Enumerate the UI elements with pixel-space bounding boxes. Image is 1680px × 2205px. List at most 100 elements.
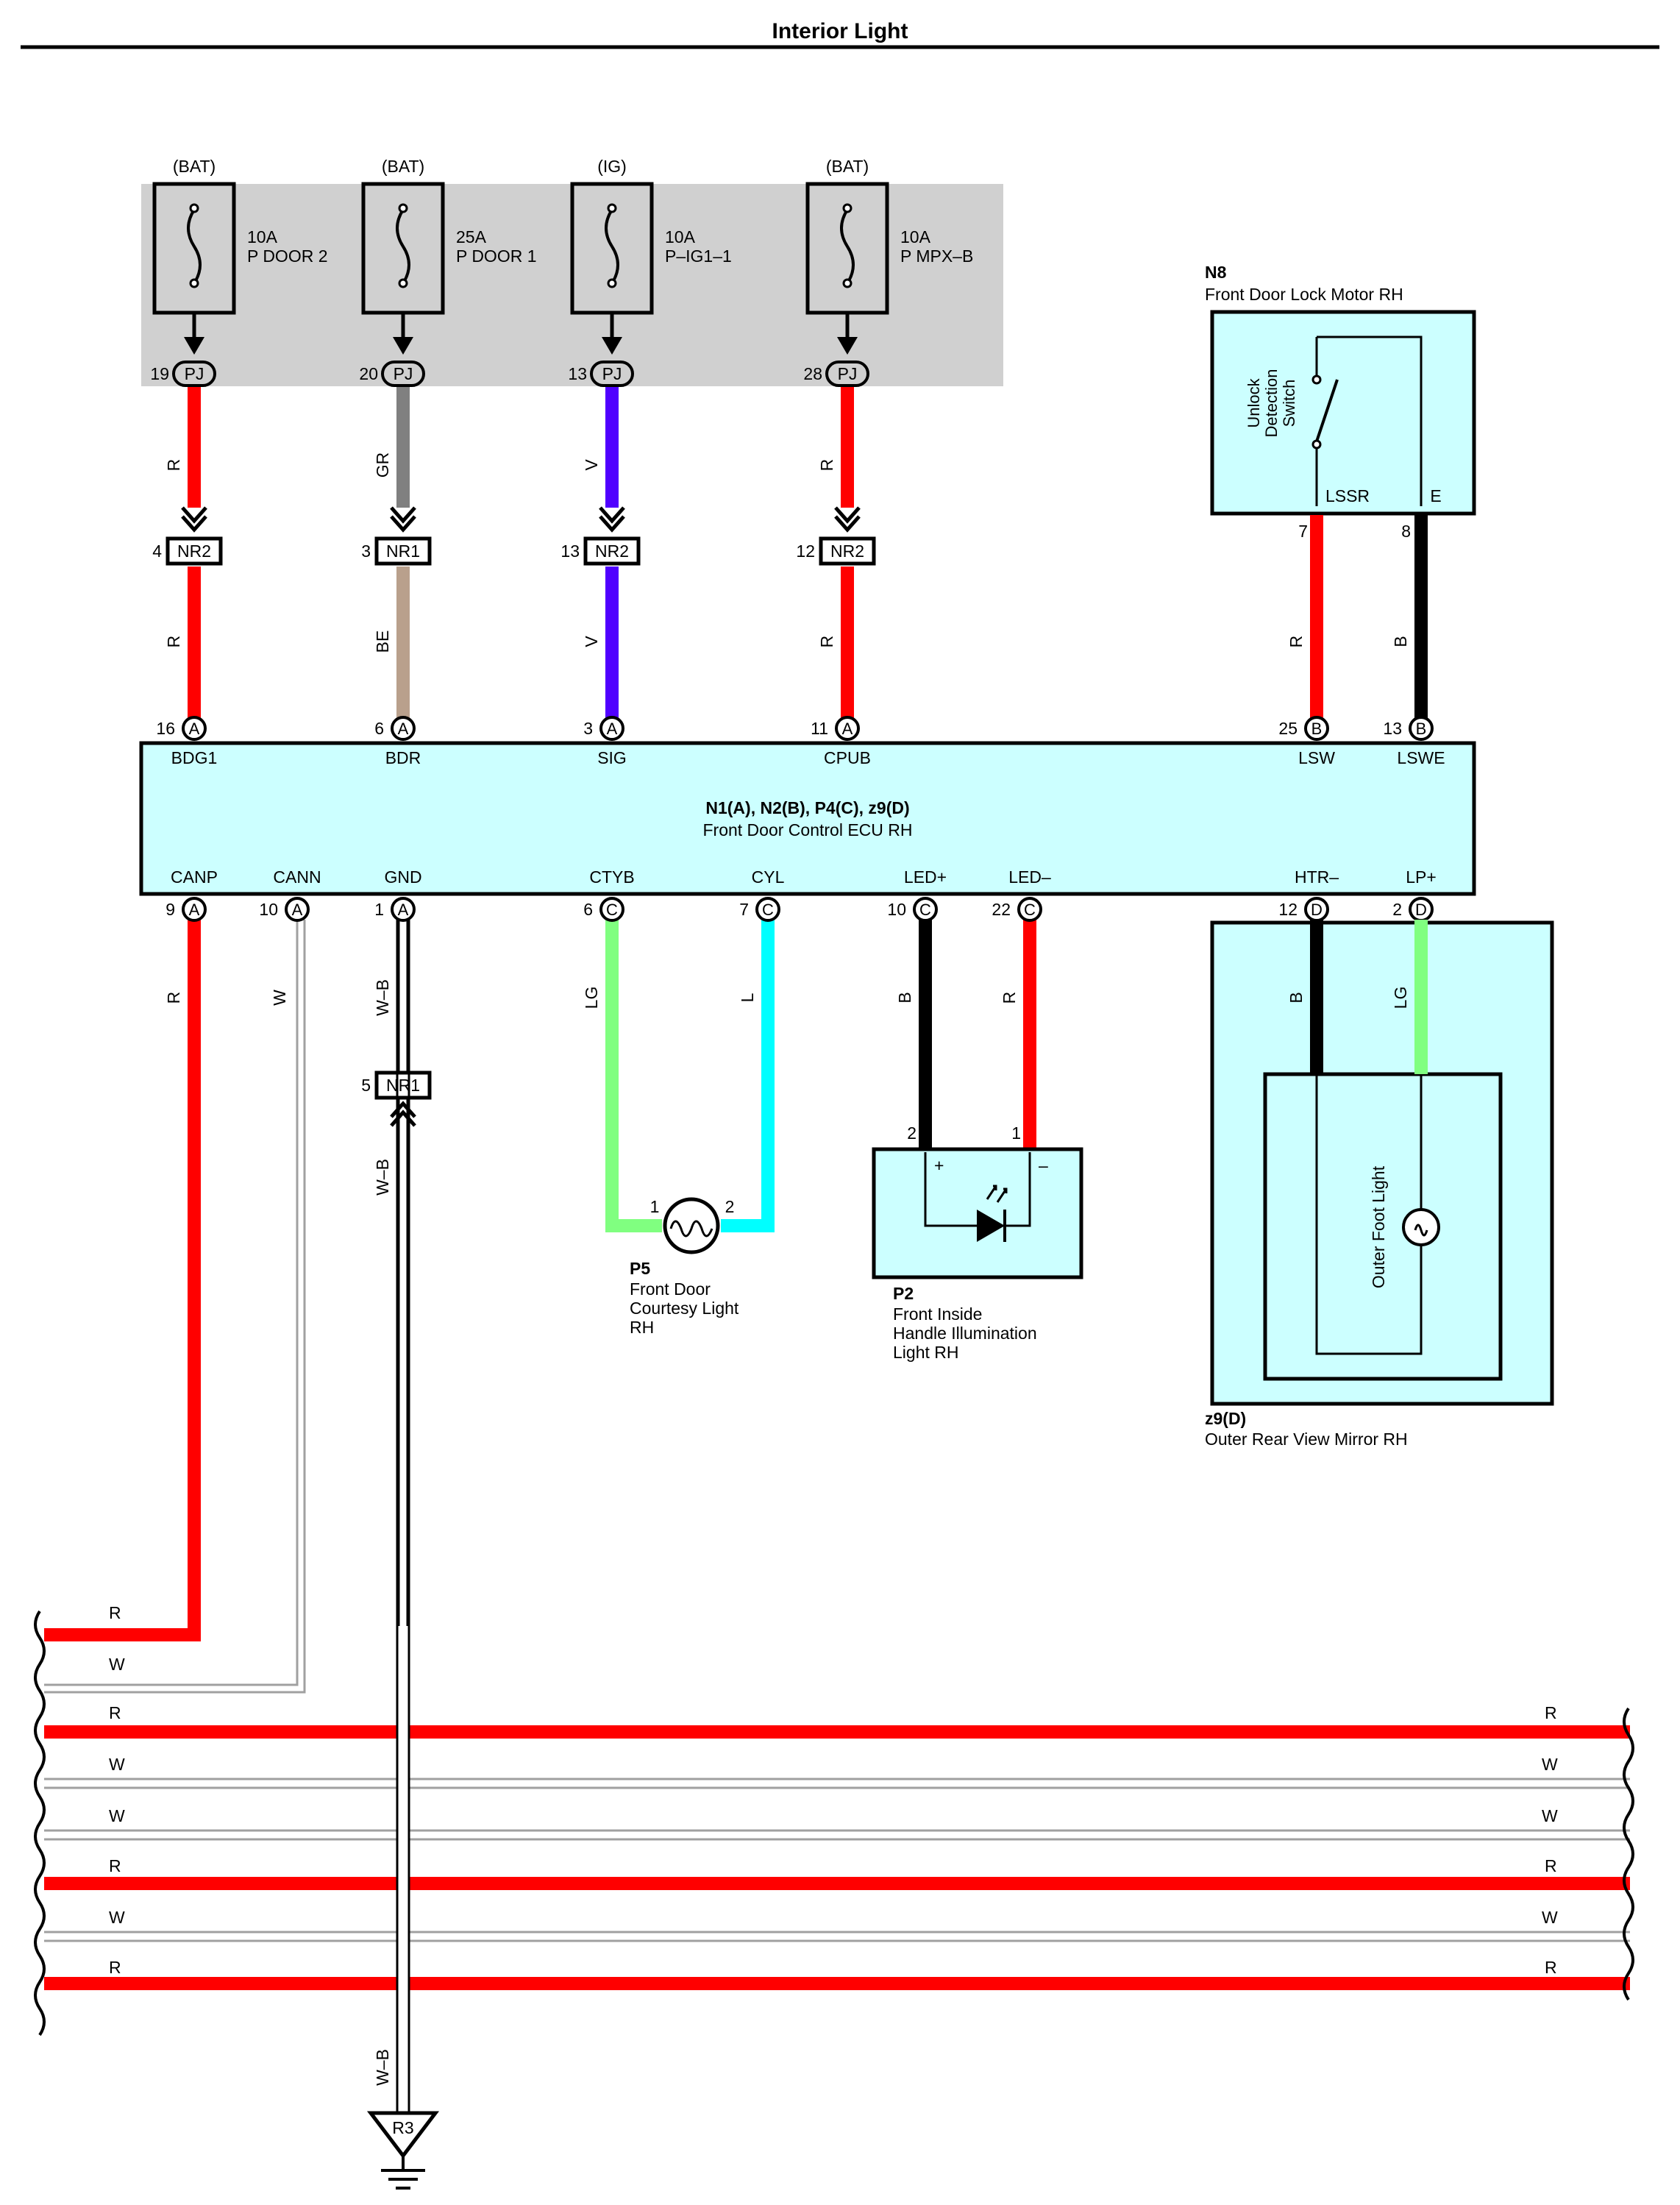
fuse-icon	[605, 208, 619, 285]
pin-label: CANN	[273, 867, 321, 887]
pin-label: LED–	[1008, 867, 1051, 887]
arrow-icon	[602, 337, 622, 355]
fuse-source: (BAT)	[382, 157, 424, 176]
pin-number: 13	[560, 542, 580, 561]
wire-color-label: B	[895, 992, 914, 1003]
component-id: N1(A), N2(B), P4(C), z9(D)	[705, 798, 909, 817]
fuse-amp: 10A	[665, 227, 696, 246]
wire-color-label: V	[582, 459, 601, 471]
pin-number: 9	[165, 900, 175, 919]
pin-number: 25	[1278, 719, 1298, 738]
svg-text:A: A	[189, 720, 200, 738]
pin-number: 1	[374, 900, 384, 919]
wire-color-label: R	[1286, 636, 1306, 648]
chevron-down-icon	[181, 506, 207, 533]
junction-nr2-3: NR2 12	[796, 506, 876, 566]
ground-r3: W–B R3	[366, 2049, 440, 2190]
pin-number: 16	[156, 719, 175, 738]
page-title: Interior Light	[772, 19, 908, 43]
svg-text:RH: RH	[630, 1318, 654, 1337]
component-id: P2	[893, 1284, 914, 1303]
component-id: P5	[630, 1259, 650, 1278]
pin-label: SIG	[597, 748, 627, 767]
fuse-p-door-2: (BAT) 10A P DOOR 2 PJ 19	[150, 157, 328, 387]
svg-text:B: B	[1311, 720, 1323, 738]
wire-w-cann	[44, 920, 306, 1694]
junction-nr2-2: NR2 13	[560, 506, 641, 566]
bus-label: W	[109, 1908, 125, 1927]
svg-text:D: D	[1415, 901, 1427, 919]
svg-text:+: +	[934, 1156, 944, 1175]
svg-text:Front Door: Front Door	[630, 1279, 711, 1299]
wire-wb-gap	[397, 1626, 409, 2112]
bus-label: W	[1542, 1806, 1558, 1825]
component-name: Outer Rear View Mirror RH	[1205, 1430, 1408, 1449]
junction-nr1-1: NR1 3	[361, 506, 432, 566]
wire-color-label: R	[164, 992, 183, 1004]
pin-number: 8	[1401, 522, 1411, 541]
pin-label: LSW	[1298, 748, 1335, 767]
pin-number: 13	[1383, 719, 1402, 738]
svg-text:C: C	[1024, 901, 1036, 919]
bus-label: R	[1545, 1958, 1557, 1977]
svg-text:B: B	[1416, 720, 1427, 738]
pin-label: LSWE	[1397, 748, 1445, 767]
svg-text:Handle Illumination: Handle Illumination	[893, 1324, 1037, 1343]
wire-color-label: B	[1391, 636, 1410, 647]
pin-label: HTR–	[1295, 867, 1339, 887]
pin-label: CTYB	[589, 867, 634, 887]
svg-text:NR1: NR1	[386, 1076, 420, 1095]
pin-label: BDR	[385, 748, 421, 767]
pin-number: 3	[583, 719, 593, 738]
wire-color-label: L	[738, 993, 757, 1002]
fuse-p-ig1-1: (IG) 10A P–IG1–1 PJ 13	[568, 157, 732, 387]
svg-text:PJ: PJ	[838, 364, 858, 383]
connector-pj	[172, 361, 216, 387]
fuse-amp: 10A	[900, 227, 931, 246]
component-name: Front Door Lock Motor RH	[1205, 285, 1403, 304]
wire-color-label: B	[1286, 992, 1306, 1003]
junction-nr2-1: NR2 4	[152, 506, 223, 566]
pin-label: LP+	[1406, 867, 1437, 887]
pin-number: 12	[796, 542, 815, 561]
pin-label: BDG1	[171, 748, 218, 767]
wire-color-label: W	[270, 990, 289, 1006]
pin-number: 1	[650, 1197, 660, 1216]
component-id: z9(D)	[1205, 1409, 1246, 1428]
fuse-amp: 25A	[456, 227, 487, 246]
wire-color-label: W–B	[373, 979, 392, 1016]
wire-color-label: R	[817, 459, 836, 472]
wire-color-label: W–B	[373, 2049, 392, 2086]
arrow-icon	[837, 337, 858, 355]
svg-text:PJ: PJ	[185, 364, 204, 383]
chevron-down-icon	[390, 506, 416, 533]
fuse-name: P DOOR 1	[456, 246, 537, 266]
svg-text:LSSR: LSSR	[1325, 486, 1370, 505]
fuse-icon	[396, 208, 410, 285]
ecu-top-pins: A 16 BDG1 A 6 BDR A 3 SIG A 11 CPUB B 25…	[156, 716, 1445, 767]
pin-number: 13	[568, 364, 587, 383]
bus-label: R	[109, 1703, 121, 1722]
wire-color-label: LG	[582, 987, 601, 1009]
connector-pj	[381, 361, 425, 387]
svg-text:NR2: NR2	[830, 542, 864, 561]
pin-label: CANP	[171, 867, 218, 887]
component-ecu: N1(A), N2(B), P4(C), z9(D) Front Door Co…	[139, 741, 1476, 896]
component-n8: N8 Front Door Lock Motor RH Unlock Detec…	[1205, 263, 1476, 541]
fuse-amp: 10A	[247, 227, 278, 246]
component-z9: Outer Foot Light z9(D) Outer Rear View M…	[1205, 920, 1554, 1449]
wire-color-label: R	[817, 636, 836, 648]
bus-label: W	[109, 1755, 125, 1774]
fuse-name: P MPX–B	[900, 246, 973, 266]
pin-number: 6	[374, 719, 384, 738]
svg-text:D: D	[1311, 901, 1323, 919]
bus-label: W	[1542, 1908, 1558, 1927]
fuse-icon	[840, 208, 855, 285]
wire-color-label: R	[164, 636, 183, 648]
svg-text:R3: R3	[392, 2118, 413, 2137]
svg-text:E: E	[1430, 486, 1441, 505]
fuse-source: (IG)	[597, 157, 627, 176]
wire-color-label: W–B	[373, 1159, 392, 1196]
svg-text:C: C	[762, 901, 774, 919]
